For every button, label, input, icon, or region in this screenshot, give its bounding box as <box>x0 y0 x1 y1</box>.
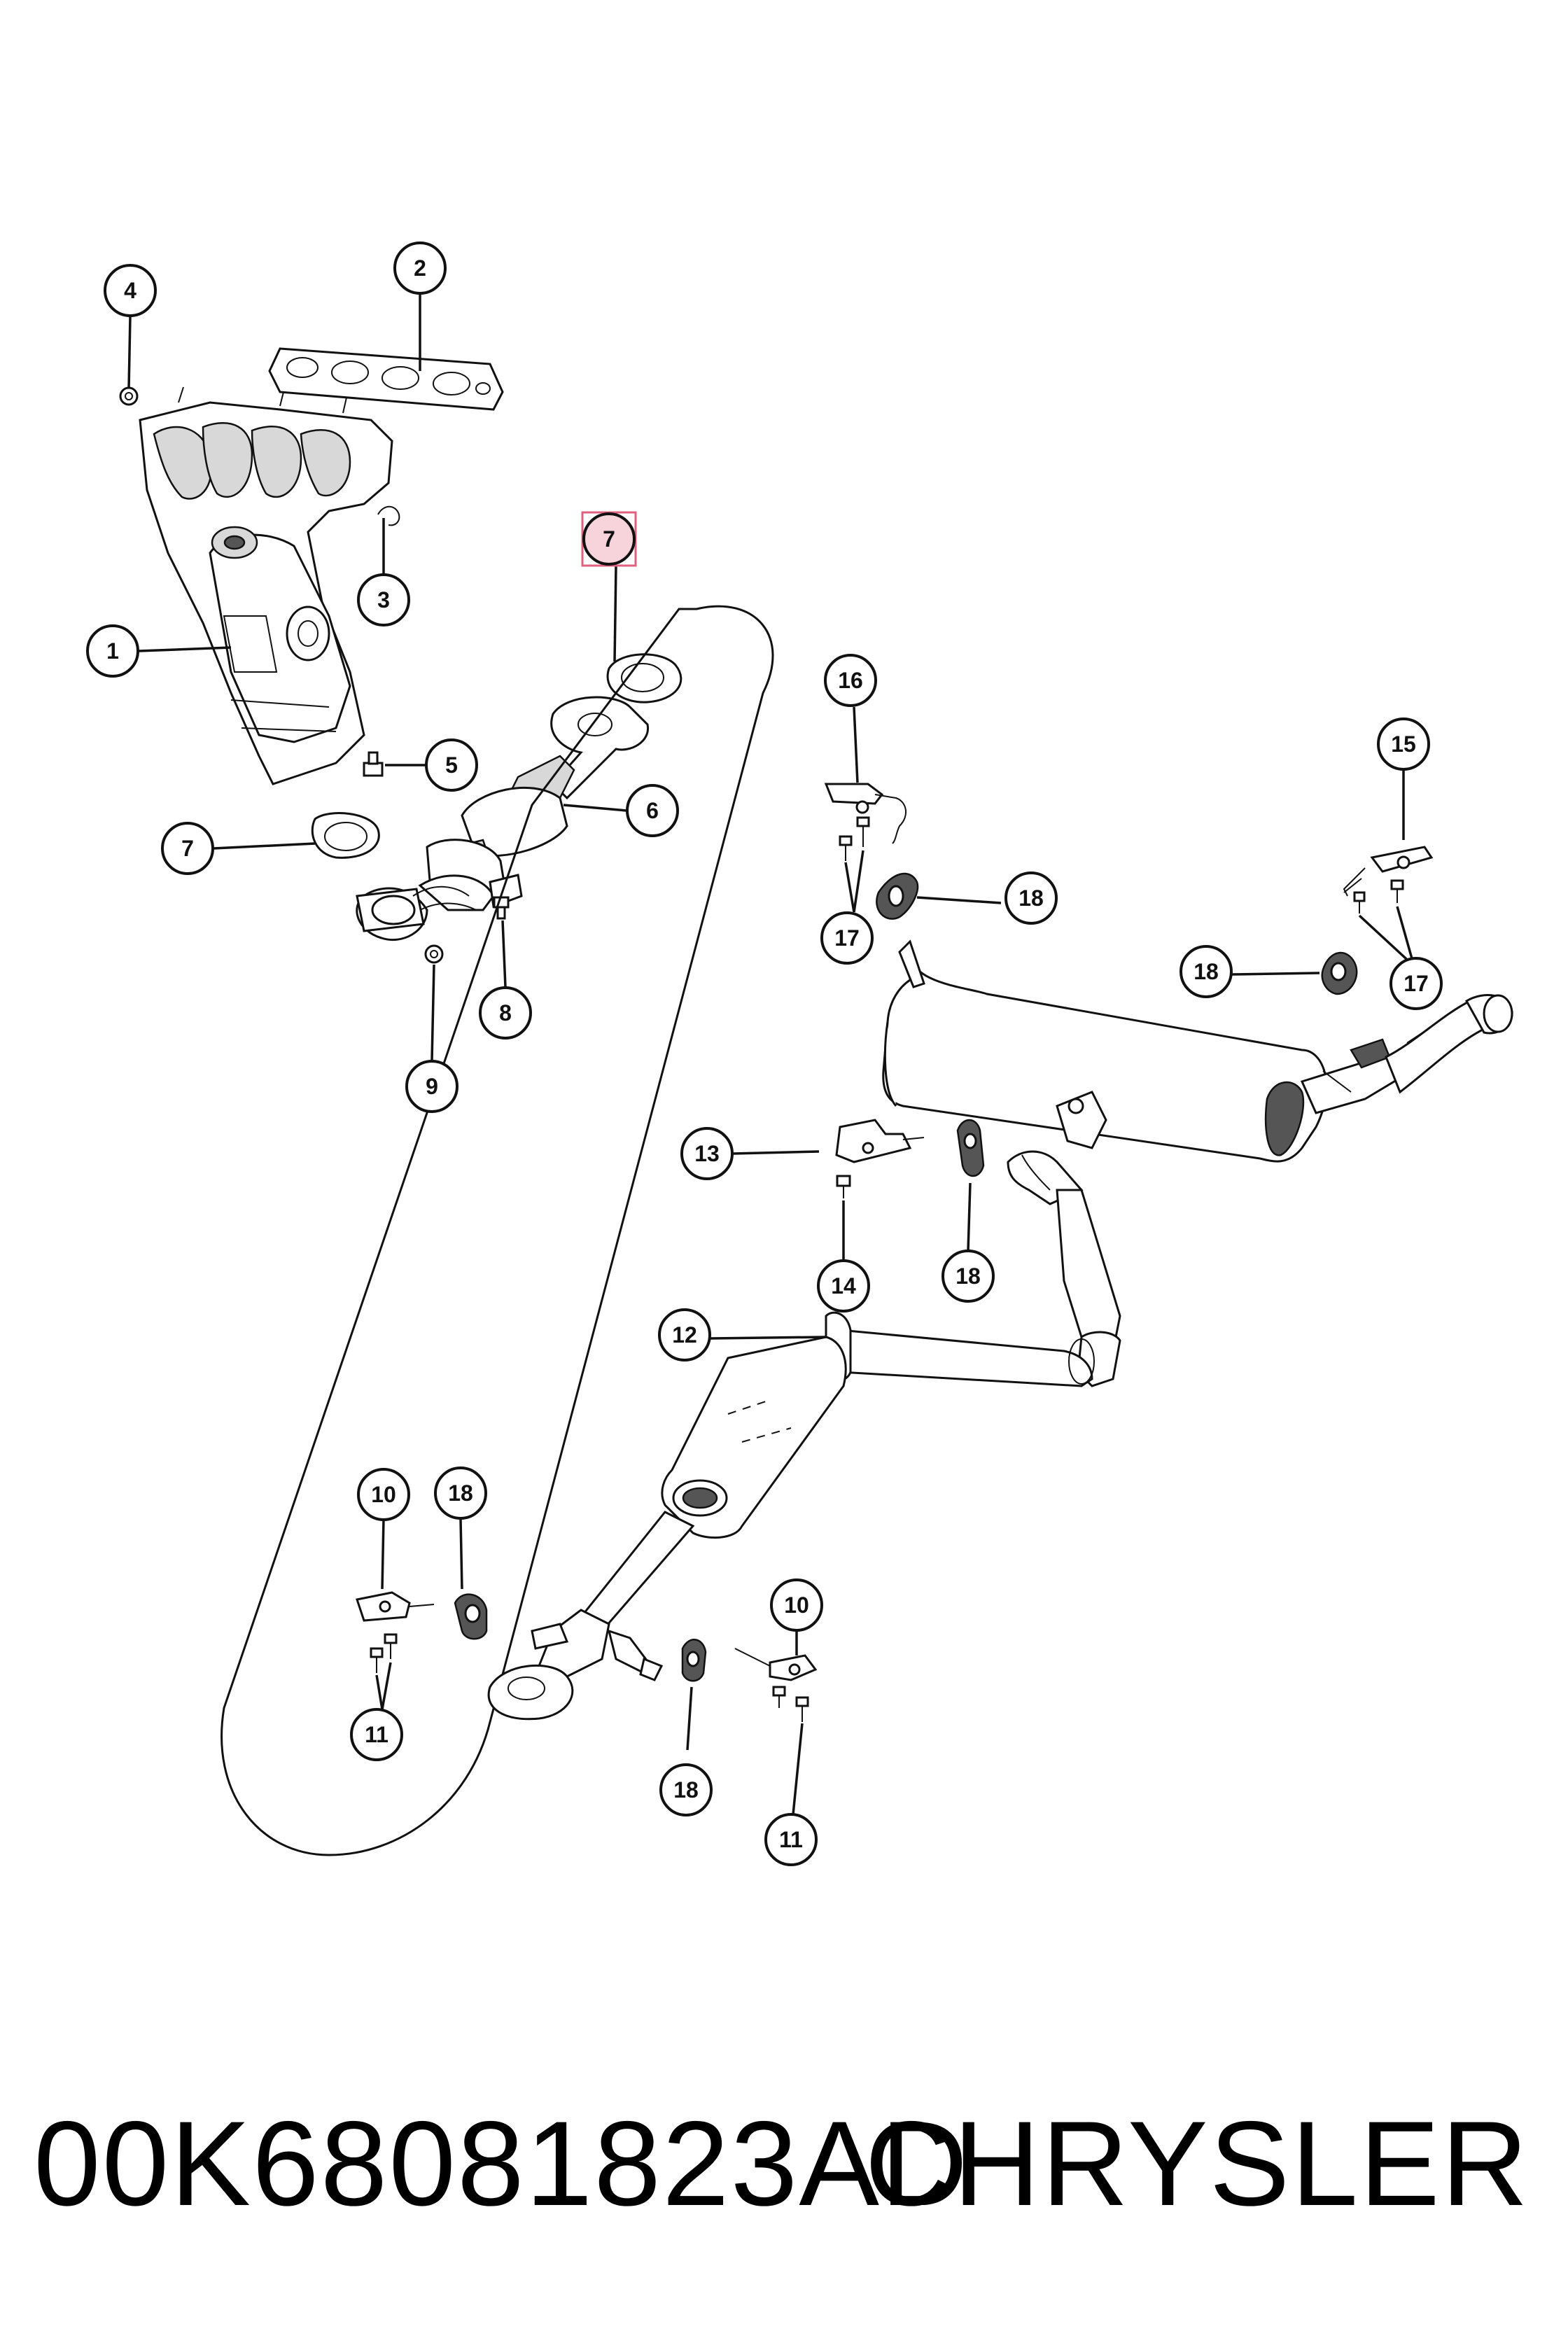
flange-gasket-upper <box>606 653 682 704</box>
callout-11-right: 11 <box>764 1813 818 1866</box>
bracket-bolts-11-left <box>370 1633 398 1673</box>
pipe-bolt <box>493 896 510 920</box>
callout-15: 15 <box>1377 718 1430 771</box>
callout-13: 13 <box>680 1127 734 1180</box>
callout-18-center: 18 <box>941 1250 995 1303</box>
callout-11-left: 11 <box>350 1708 403 1761</box>
rear-muffler <box>882 939 1513 1163</box>
svg-text:7: 7 <box>181 836 194 861</box>
svg-text:5: 5 <box>445 752 458 778</box>
svg-text:14: 14 <box>831 1273 856 1298</box>
callout-3: 3 <box>357 573 410 626</box>
svg-text:12: 12 <box>672 1322 697 1348</box>
svg-text:15: 15 <box>1391 732 1416 757</box>
hanger-bracket-15 <box>1343 846 1434 897</box>
callout-16: 16 <box>824 654 877 707</box>
callout-18-right: 18 <box>1180 945 1233 998</box>
bracket-bolt-14 <box>836 1175 851 1198</box>
exhaust-manifold-gasket <box>268 347 504 411</box>
svg-text:18: 18 <box>448 1480 473 1506</box>
callout-5: 5 <box>425 738 478 792</box>
callout-7-lower: 7 <box>161 822 214 875</box>
callout-9: 9 <box>405 1060 458 1113</box>
converter-bolt <box>363 751 384 777</box>
svg-text:9: 9 <box>426 1074 438 1099</box>
svg-text:10: 10 <box>784 1592 809 1618</box>
svg-text:11: 11 <box>365 1722 388 1747</box>
exhaust-manifold-converter <box>139 386 393 785</box>
hanger-bracket-10-left <box>356 1591 435 1622</box>
callout-17-left: 17 <box>820 911 874 965</box>
svg-text:18: 18 <box>955 1264 981 1289</box>
callout-18-bottom: 18 <box>659 1763 713 1816</box>
flange-gasket-lower <box>311 812 380 859</box>
svg-text:7: 7 <box>603 526 615 552</box>
group-outline <box>220 605 774 1856</box>
svg-text:18: 18 <box>673 1777 699 1802</box>
part-number: 00K68081823AD <box>34 2096 969 2231</box>
intermediate-pipe <box>825 1091 1121 1387</box>
pipe-nut <box>424 944 444 964</box>
callout-6: 6 <box>626 784 679 837</box>
svg-text:1: 1 <box>106 638 119 664</box>
callout-10-right: 10 <box>770 1578 823 1632</box>
hanger-bracket-16 <box>824 783 906 844</box>
manifold-stud <box>377 505 400 526</box>
callout-4: 4 <box>104 264 157 317</box>
hanger-bolts-17-left <box>839 816 870 861</box>
front-intermediate-pipe <box>487 1511 695 1721</box>
rubber-isolator-18b <box>1321 951 1358 995</box>
svg-text:18: 18 <box>1194 959 1219 984</box>
bracket-bolts-11-right <box>772 1686 809 1722</box>
callout-17-right: 17 <box>1390 957 1443 1010</box>
callout-18-left: 18 <box>434 1466 487 1520</box>
svg-text:8: 8 <box>499 1000 512 1026</box>
svg-text:17: 17 <box>834 925 860 951</box>
callout-18-top: 18 <box>1004 872 1058 925</box>
svg-text:11: 11 <box>779 1827 803 1852</box>
svg-text:16: 16 <box>838 668 863 693</box>
hanger-bracket-10-right <box>734 1648 818 1681</box>
svg-text:4: 4 <box>124 278 136 303</box>
svg-text:2: 2 <box>414 255 426 281</box>
rubber-isolator-18a <box>876 872 919 920</box>
rubber-isolator-18e <box>681 1639 707 1682</box>
svg-text:10: 10 <box>371 1482 396 1507</box>
svg-text:3: 3 <box>377 587 390 612</box>
hanger-bracket-13 <box>835 1119 925 1163</box>
callout-14: 14 <box>817 1259 870 1312</box>
hanger-bolts-17-right <box>1353 879 1404 913</box>
svg-text:6: 6 <box>646 798 659 823</box>
callout-1: 1 <box>86 624 139 678</box>
callout-10-left: 10 <box>357 1468 410 1521</box>
callout-2: 2 <box>393 241 447 295</box>
front-exhaust-pipe <box>356 696 649 941</box>
resonator <box>661 1336 847 1539</box>
callout-8: 8 <box>479 986 532 1040</box>
callout-7-upper-highlighted[interactable]: 7 <box>581 511 637 567</box>
rubber-isolator-18c <box>956 1119 985 1177</box>
svg-text:18: 18 <box>1018 886 1044 911</box>
callout-12: 12 <box>658 1308 711 1362</box>
brand-name: CHRYSLER <box>864 2096 1530 2231</box>
manifold-nut <box>119 386 139 406</box>
svg-text:17: 17 <box>1404 971 1429 996</box>
rubber-isolator-18d <box>454 1593 488 1640</box>
svg-text:13: 13 <box>694 1141 720 1166</box>
footer: 00K68081823AD CHRYSLER <box>34 2096 1530 2231</box>
leader-lines <box>127 294 1415 1815</box>
